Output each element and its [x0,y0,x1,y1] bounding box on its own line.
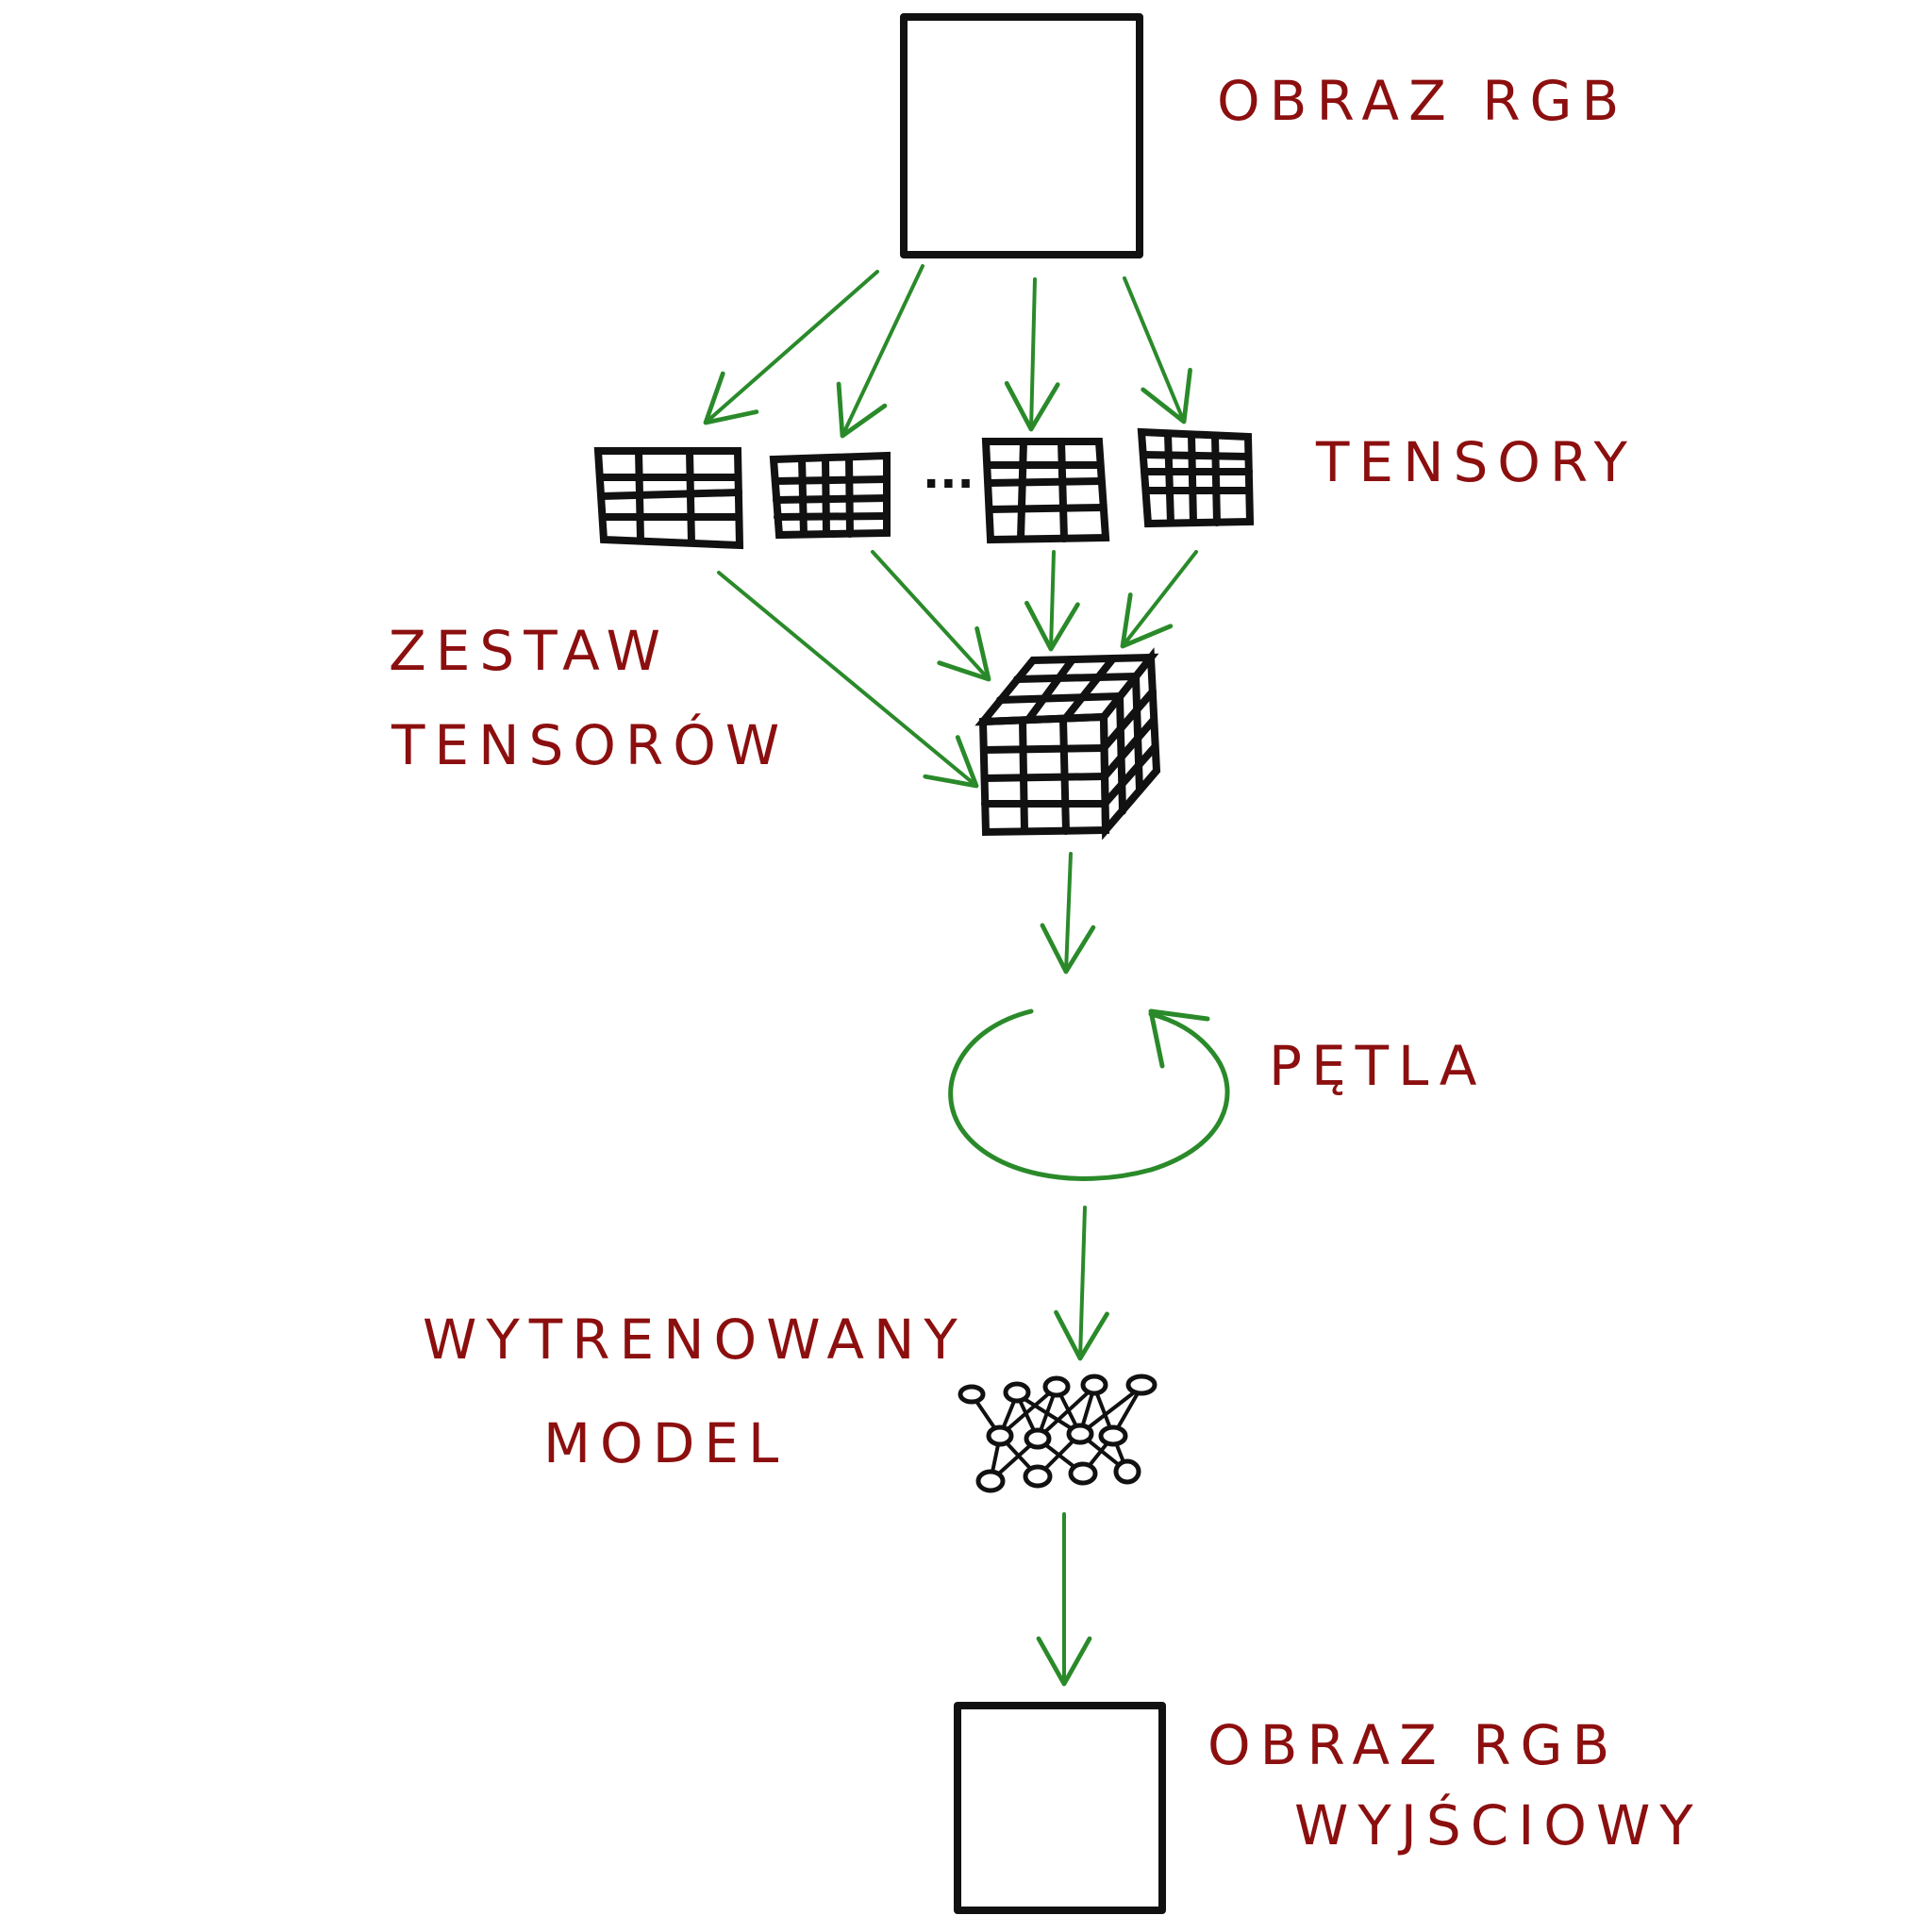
tensor-set-label-line1: ZESTAW [389,619,670,683]
output-image-box [954,1702,1166,1914]
input-image-label: OBRAZ RGB [1217,69,1628,133]
loop-label: PĘTLA [1269,1034,1486,1098]
tensor-grid-3 [981,438,1110,544]
training-loop [948,1008,1230,1181]
input-image-box [900,13,1143,258]
output-image-label-line2: WYJŚCIOWY [1294,1792,1703,1857]
tensor-grid-1 [593,447,744,550]
trained-model-label-line1: WYTRENOWANY [423,1307,967,1372]
neural-network-icon [958,1374,1158,1493]
output-image-label-line1: OBRAZ RGB [1208,1713,1619,1777]
tensors-ellipsis: ... [923,446,974,499]
arrow-cube-to-loop [1040,852,1096,974]
arrows-tensors-to-cube [717,550,1198,789]
arrows-image-to-tensors [703,264,1192,439]
tensor-grid-4 [1137,427,1255,528]
tensor-set-label-line2: TENSORÓW [391,712,789,777]
tensor-cube [974,647,1161,841]
tensor-grid-2 [769,451,891,540]
trained-model-label-line2: MODEL [543,1411,788,1475]
tensors-label: TENSORY [1315,430,1637,494]
arrow-loop-to-model [1054,1206,1109,1361]
